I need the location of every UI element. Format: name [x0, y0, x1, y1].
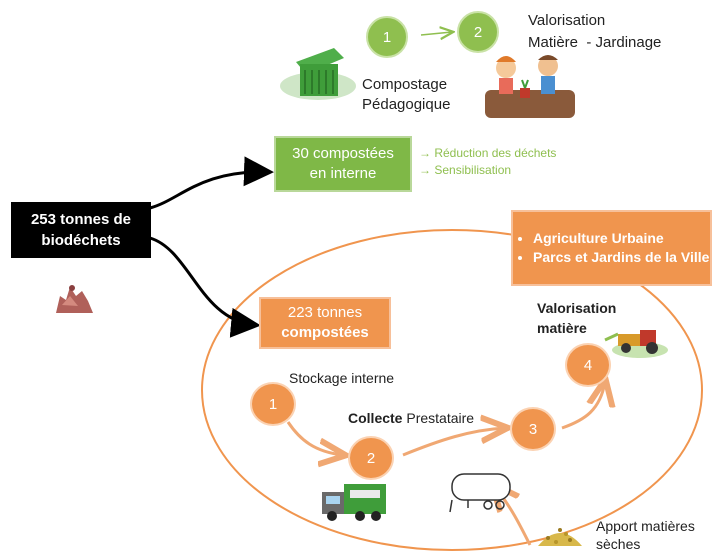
benefit-label-2: Sensibilisation: [434, 163, 512, 177]
internal-compost-box: 30 compostées en interne: [274, 136, 412, 192]
step2-label-bold: Collecte: [348, 410, 403, 426]
step1-label: Stockage interne: [289, 370, 395, 386]
apport-label-line2: sèches: [596, 536, 641, 552]
source-label-line2: biodéchets: [41, 232, 121, 249]
external-box-line1: 223 tonnes: [287, 304, 363, 321]
benefit-item-2: → Sensibilisation: [419, 163, 512, 177]
step2-label: Collecte Prestataire: [348, 408, 474, 428]
outlet-item-2: Parcs et Jardins de la Ville: [533, 248, 709, 267]
internal-step-1: 1: [366, 16, 408, 58]
step2-label-rest: Prestataire: [402, 410, 475, 426]
step4-label-line1: Valorisation: [537, 300, 617, 316]
source-label-line1: 253 tonnes de: [30, 211, 132, 228]
outlet-item-1: Agriculture Urbaine: [533, 229, 709, 248]
source-biowaste-box: 253 tonnes de biodéchets: [11, 202, 151, 258]
external-step-1: 1: [250, 382, 296, 426]
valorisation-jardinage-line2: Matière - Jardinage: [528, 34, 662, 51]
internal-box-line2: en interne: [309, 165, 377, 182]
arrow-step3-step4: [561, 382, 605, 430]
benefit-label-1: Réduction des déchets: [434, 146, 557, 160]
arrow-to-external: [149, 236, 261, 338]
outlets-box: Agriculture Urbaine Parcs et Jardins de …: [511, 210, 712, 286]
step4-label-line2: matière: [537, 320, 587, 336]
external-step-2: 2: [348, 436, 394, 480]
external-box-line2: compostées: [281, 324, 369, 341]
valorisation-jardinage-line1: Valorisation: [528, 12, 606, 29]
pedagogique-label-line2: Pédagogique: [362, 96, 451, 113]
arrow-step2-step3: [402, 428, 505, 457]
arrow-green-1-2: [420, 32, 452, 35]
arrow-step1-step2: [286, 421, 343, 455]
internal-box-line1: 30 compostées: [292, 145, 394, 162]
external-step-3: 3: [510, 407, 556, 451]
process-loop-ellipse: [201, 229, 703, 551]
external-step-4: 4: [565, 343, 611, 387]
pedagogique-label-line1: Compostage: [362, 76, 448, 93]
outlets-list: Agriculture Urbaine Parcs et Jardins de …: [513, 229, 709, 267]
arrow-to-internal: [149, 156, 274, 210]
apport-label-line1: Apport matières: [596, 518, 695, 534]
external-compost-box: 223 tonnes compostées: [259, 297, 391, 349]
benefit-item-1: → Réduction des déchets: [419, 146, 557, 160]
internal-step-2: 2: [457, 11, 499, 53]
